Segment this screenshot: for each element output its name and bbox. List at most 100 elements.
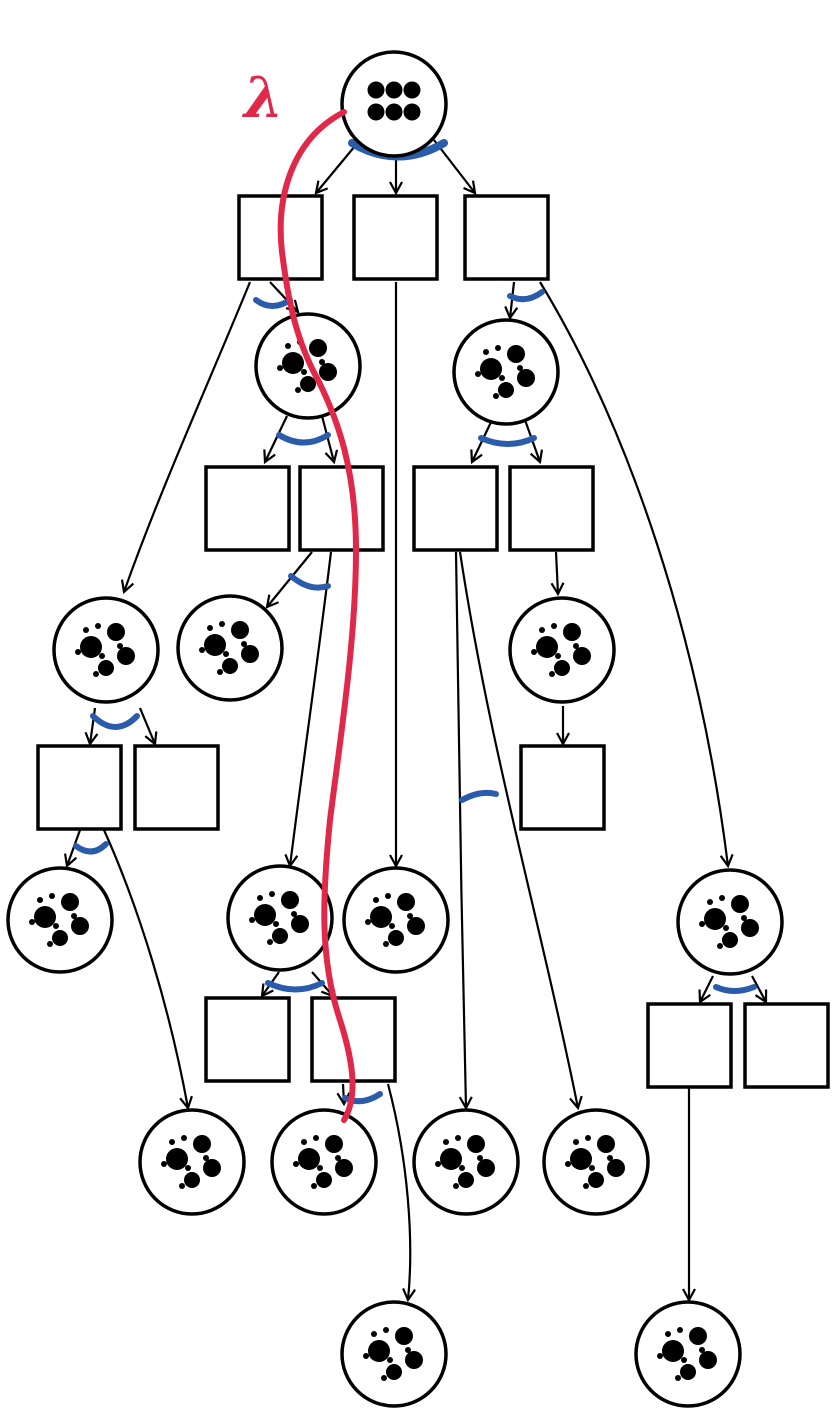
nodes-layer: [6, 50, 830, 1408]
circle-c14-dot-2: [477, 1159, 495, 1177]
circle-c14-dot-9: [453, 1183, 459, 1189]
circle-c6-dot-8: [71, 913, 77, 919]
circle-c7-dot-9: [267, 939, 273, 945]
circle-c5: [52, 596, 160, 704]
edge-root-box-a: [316, 139, 361, 193]
root-node-dot-2: [403, 81, 421, 99]
and-arc-c1: [276, 432, 331, 446]
circle-c14-dot-6: [455, 1135, 461, 1141]
circle-c1-dot-7: [301, 369, 307, 375]
circle-c17-dot-3: [680, 1364, 696, 1380]
edge-box-e-c7: [290, 551, 333, 866]
circle-c5-dot-3: [98, 660, 114, 676]
circle-c16-dot-3: [386, 1364, 402, 1380]
circle-c7-dot-3: [272, 928, 288, 944]
circle-c11-dot-6: [181, 1135, 187, 1141]
circle-c8-dot-1: [397, 893, 415, 911]
circle-c15-dot-1: [597, 1135, 615, 1153]
circle-c15-dot-4: [573, 1139, 579, 1145]
circle-c15-dot-2: [607, 1159, 625, 1177]
edge-box-m-c12: [343, 1083, 344, 1104]
circle-c15: [542, 1108, 650, 1216]
circle-c1-dot-9: [295, 387, 301, 393]
circle-c6-dot-2: [71, 917, 89, 935]
circle-c4-dot-5: [531, 649, 537, 655]
circle-c4-dot-9: [549, 671, 555, 677]
circle-c16-dot-9: [381, 1375, 387, 1381]
circle-c11: [138, 1108, 246, 1216]
circle-c11-dot-1: [193, 1135, 211, 1153]
circle-c12-dot-9: [311, 1183, 317, 1189]
highlight-path-layer: [277, 109, 359, 1123]
circle-c2-dot-4: [483, 349, 489, 355]
circle-c16-dot-0: [368, 1340, 390, 1362]
box-c: [463, 194, 550, 281]
box-e: [298, 465, 385, 552]
circle-c15-dot-0: [570, 1148, 592, 1170]
edge-c1-box-e: [320, 415, 334, 462]
circle-c7-dot-7: [273, 921, 279, 927]
edge-box-f-c15: [458, 551, 578, 1108]
circle-c11-dot-8: [203, 1155, 209, 1161]
circle-c17-dot-5: [657, 1353, 663, 1359]
circle-c17-dot-6: [677, 1327, 683, 1333]
circle-c7-dot-5: [249, 917, 255, 923]
box-f: [412, 465, 499, 552]
circle-c1-dot-3: [300, 376, 316, 392]
circle-c2: [452, 318, 560, 426]
circle-c3-dot-6: [219, 621, 225, 627]
circle-c7: [226, 864, 334, 972]
circle-c16: [340, 1300, 448, 1408]
edge-box-h-c11: [102, 829, 188, 1108]
edge-c9-box-n: [700, 975, 714, 1002]
circle-c7-dot-6: [269, 891, 275, 897]
circle-c3-dot-2: [241, 645, 259, 663]
edge-box-c-c9: [539, 281, 728, 866]
circle-c2-dot-5: [475, 371, 481, 377]
root-node-dot-3: [367, 103, 385, 121]
circle-c3-dot-4: [207, 625, 213, 631]
circle-c1-dot-5: [277, 365, 283, 371]
and-arc-box-h: [73, 841, 109, 855]
circle-c5-dot-4: [83, 627, 89, 633]
circle-c16-dot-6: [383, 1327, 389, 1333]
circle-c14-dot-5: [435, 1161, 441, 1167]
and-arc-box-e: [288, 573, 331, 591]
path-label: λ: [244, 65, 284, 131]
circle-c17-dot-2: [699, 1351, 717, 1369]
circle-c9-dot-1: [731, 895, 749, 913]
circle-c6: [6, 866, 114, 974]
circle-c11-dot-7: [185, 1165, 191, 1171]
circle-c15-dot-9: [583, 1183, 589, 1189]
circle-c15-dot-8: [607, 1155, 613, 1161]
circle-c14-dot-4: [443, 1139, 449, 1145]
circle-c6-dot-5: [29, 919, 35, 925]
circle-c7-dot-0: [254, 904, 276, 926]
box-l: [204, 996, 291, 1083]
circle-c17-dot-0: [662, 1340, 684, 1362]
circle-c9-dot-7: [723, 925, 729, 931]
circle-c2-dot-6: [495, 345, 501, 351]
circle-c11-dot-4: [169, 1139, 175, 1145]
circle-c12-dot-6: [313, 1135, 319, 1141]
circle-c12-dot-0: [298, 1148, 320, 1170]
circle-c4-dot-0: [536, 636, 558, 658]
circle-c17: [634, 1300, 742, 1408]
circle-c8-dot-8: [407, 913, 413, 919]
circle-c11-dot-5: [161, 1161, 167, 1167]
circle-c9-dot-0: [704, 908, 726, 930]
box-g: [508, 465, 595, 552]
circle-c9-dot-8: [741, 915, 747, 921]
circle-c12-dot-4: [301, 1139, 307, 1145]
circle-c8: [342, 866, 450, 974]
circle-c14-dot-0: [440, 1148, 462, 1170]
circle-c6-dot-7: [53, 923, 59, 929]
circle-c12-dot-5: [293, 1161, 299, 1167]
circle-c1-dot-1: [309, 339, 327, 357]
circle-c16-dot-5: [363, 1353, 369, 1359]
circle-c14-dot-7: [459, 1165, 465, 1171]
and-arc-c5: [90, 713, 140, 730]
circle-c14-dot-1: [467, 1135, 485, 1153]
box-k: [519, 744, 606, 831]
